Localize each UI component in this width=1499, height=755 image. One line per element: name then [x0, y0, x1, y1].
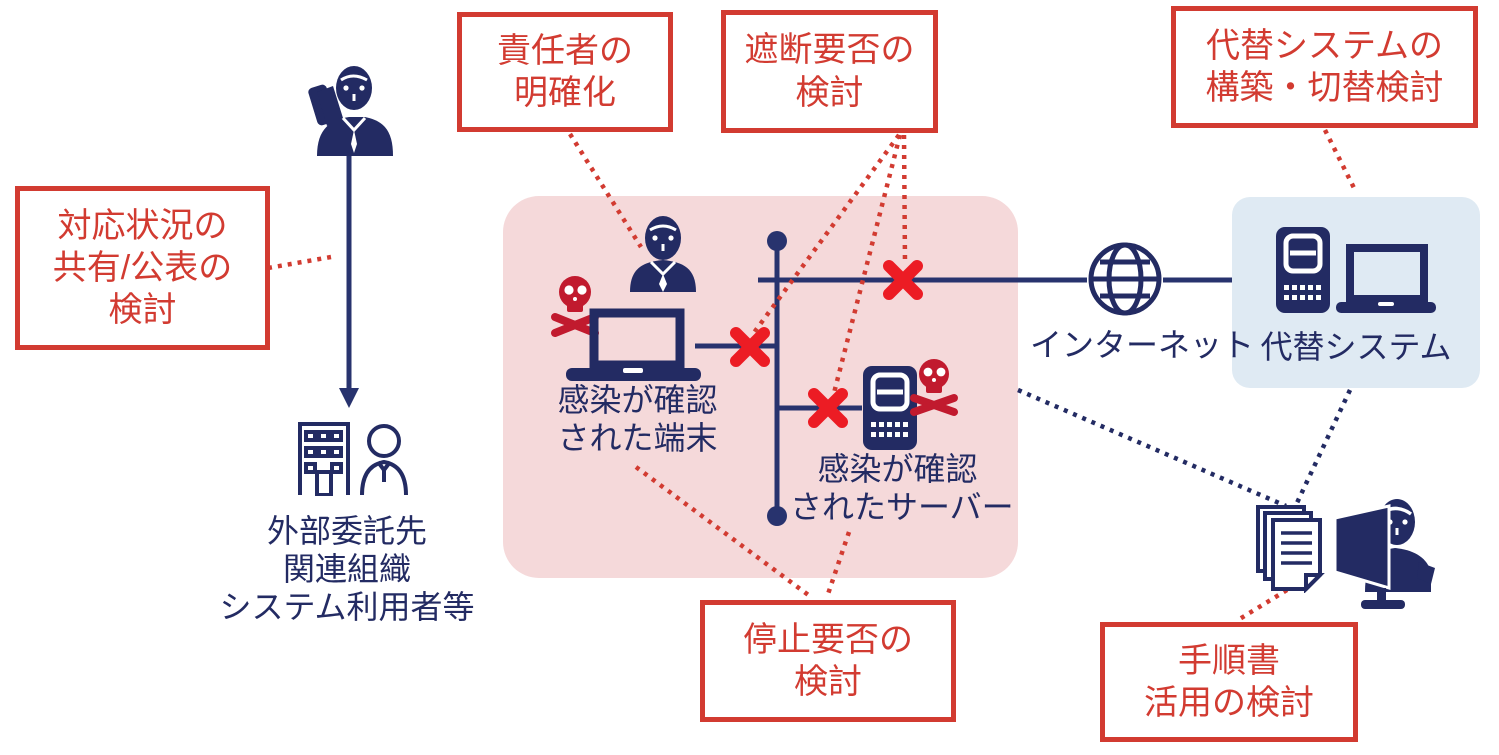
- callout-line: 責任者の: [497, 31, 633, 70]
- operator-at-monitor-icon: [1327, 492, 1435, 610]
- callout-line: 検討: [108, 291, 177, 330]
- callout-line: 代替システムの: [1206, 26, 1443, 65]
- label-line: 感染が確認: [817, 451, 978, 487]
- callout-line: 明確化: [514, 74, 616, 112]
- label-line: 感染が確認: [557, 382, 718, 418]
- callout-line: 対応状況の: [57, 206, 228, 245]
- person-on-phone-icon: [303, 60, 395, 156]
- callout-share-status: 対応状況の 共有/公表の 検討: [15, 186, 270, 350]
- alt-system-zone: [1232, 197, 1480, 388]
- label-line: されたサーバー: [790, 489, 1014, 525]
- callout-line: 停止要否の: [743, 620, 913, 659]
- callout-alt-system-build: 代替システムの 構築・切替検討: [1171, 6, 1478, 128]
- callout-line: 検討: [795, 73, 864, 112]
- infected-server-label: 感染が確認 されたサーバー: [790, 450, 1014, 526]
- alt-system-label: 代替システム: [1260, 329, 1452, 365]
- skull-crossbones-icon: [906, 358, 962, 418]
- label-line: 関連組織: [282, 551, 411, 587]
- external-organization-icon: [290, 410, 412, 497]
- callout-line: 活用の検討: [1144, 684, 1314, 722]
- external-parties-label: 外部委託先 関連組織 システム利用者等: [212, 512, 482, 626]
- infected-terminal-label: 感染が確認 された端末: [540, 381, 735, 457]
- callout-line: 遮断要否の: [744, 31, 915, 70]
- callout-line: 手順書: [1178, 641, 1280, 680]
- responsible-person-icon: [627, 216, 699, 292]
- callout-clarify-responsible: 責任者の 明確化: [457, 12, 673, 132]
- alt-laptop-icon: [1336, 244, 1436, 314]
- callout-line: 共有/公表の: [52, 248, 233, 287]
- callout-line: 検討: [794, 663, 862, 701]
- navy-dotted-leaders: [1017, 387, 1353, 509]
- callout-manual-usage: 手順書 活用の検討: [1100, 622, 1358, 742]
- infected-laptop-icon: [566, 307, 701, 382]
- internet-globe-icon: [1086, 240, 1164, 318]
- callout-consider-blocking: 遮断要否の 検討: [721, 10, 938, 133]
- internet-label: インターネット: [1030, 327, 1255, 363]
- callout-line: 構築・切替検討: [1205, 69, 1444, 107]
- skull-crossbones-icon: [547, 275, 603, 339]
- label-line: された端末: [557, 420, 718, 456]
- alt-server-icon: [1276, 227, 1330, 313]
- label-line: システム利用者等: [219, 589, 475, 625]
- callout-consider-stopping: 停止要否の 検討: [700, 600, 956, 722]
- procedure-documents-icon: [1254, 505, 1326, 594]
- flow-arrowhead: [339, 388, 359, 408]
- label-line: 外部委託先: [266, 513, 427, 549]
